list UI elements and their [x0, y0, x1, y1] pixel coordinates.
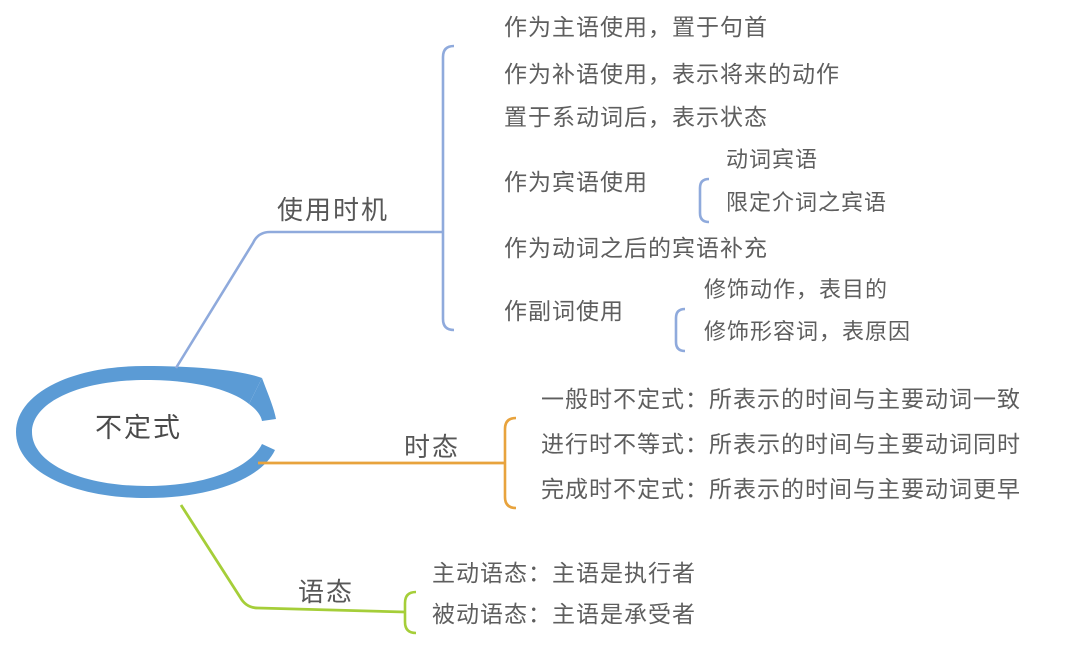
node-usage-subleaf[interactable]: 动词宾语 — [726, 147, 819, 172]
node-usage-leaf[interactable]: 作为主语使用，置于句首 — [504, 15, 768, 40]
root-node-ellipse[interactable] — [16, 300, 276, 498]
branch-label-tense[interactable]: 时态 — [404, 433, 461, 462]
node-voice-leaf[interactable]: 主动语态：主语是执行者 — [432, 561, 696, 586]
node-usage-leaf[interactable]: 置于系动词后，表示状态 — [504, 105, 768, 130]
branch-label-voice[interactable]: 语态 — [298, 578, 355, 607]
root-node-label[interactable]: 不定式 — [95, 413, 182, 443]
node-usage-subleaf[interactable]: 修饰动作，表目的 — [704, 277, 889, 302]
node-tense-leaf[interactable]: 一般时不定式：所表示的时间与主要动词一致 — [541, 387, 1021, 412]
node-tense-leaf[interactable]: 完成时不定式：所表示的时间与主要动词更早 — [541, 477, 1021, 502]
node-voice-leaf[interactable]: 被动语态：主语是承受者 — [432, 602, 696, 627]
branch-label-usage[interactable]: 使用时机 — [277, 196, 390, 225]
node-usage-subleaf[interactable]: 限定介词之宾语 — [726, 190, 888, 215]
node-usage-leaf[interactable]: 作为宾语使用 — [504, 170, 648, 195]
node-usage-leaf[interactable]: 作副词使用 — [504, 299, 624, 324]
node-tense-leaf[interactable]: 进行时不等式：所表示的时间与主要动词同时 — [541, 432, 1021, 457]
node-usage-leaf[interactable]: 作为动词之后的宾语补充 — [504, 236, 768, 261]
node-usage-leaf[interactable]: 作为补语使用，表示将来的动作 — [504, 62, 840, 87]
node-usage-subleaf[interactable]: 修饰形容词，表原因 — [704, 319, 912, 344]
